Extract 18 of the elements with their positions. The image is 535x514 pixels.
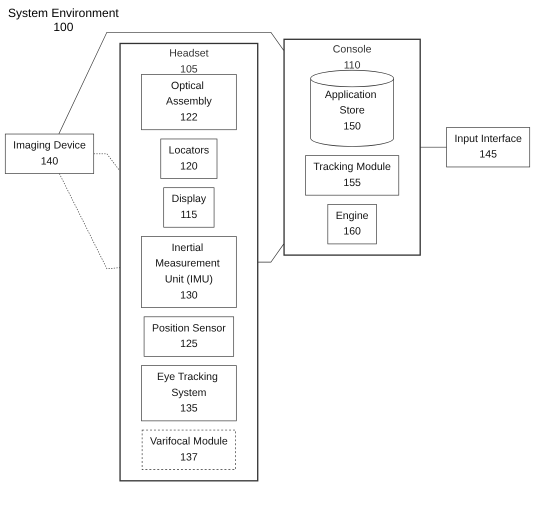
node-box: Input Interface 145	[446, 128, 530, 168]
connector	[58, 32, 284, 135]
node-box: Optical Assembly 122	[141, 74, 237, 131]
node-box: Position Sensor 125	[144, 316, 234, 358]
node-box: Varifocal Module 137	[142, 430, 236, 470]
connector	[93, 154, 120, 172]
connector	[420, 147, 447, 148]
node-box: Tracking Module 155	[305, 156, 400, 196]
node-box: Display 115	[163, 188, 214, 228]
node-box: Engine 160	[328, 204, 377, 245]
label-text: System Environment	[8, 6, 119, 20]
reference-number: 100	[52, 20, 74, 34]
connector	[59, 174, 120, 270]
connector	[257, 244, 284, 263]
node-box: Imaging Device 140	[4, 134, 94, 174]
node-box: Eye Tracking System 135	[141, 366, 237, 422]
node-box: Inertial Measurement Unit (IMU) 130	[141, 236, 237, 308]
node-box: Locators 120	[160, 139, 218, 180]
